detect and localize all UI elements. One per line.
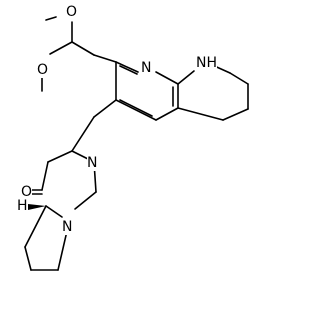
- bond: [71, 116, 95, 152]
- bond: [115, 61, 139, 73]
- atom-label-h-stereo: H: [17, 198, 28, 214]
- bond: [155, 71, 179, 85]
- bond: [93, 54, 117, 63]
- bond: [119, 65, 138, 75]
- bond: [74, 191, 97, 210]
- bond: [119, 99, 153, 117]
- atom-label-n-amide: N: [87, 155, 98, 171]
- bond: [41, 161, 49, 191]
- bond: [71, 41, 95, 56]
- bond: [49, 41, 73, 55]
- bond: [93, 99, 117, 118]
- bond: [222, 108, 249, 121]
- atom-label-o-carbonyl: O: [21, 184, 33, 200]
- atom-label-nh-ring: NH: [196, 55, 217, 71]
- bond: [177, 107, 224, 121]
- atom-label-o-methoxy-top: O: [66, 4, 78, 20]
- atom-label-n-pyridine: N: [141, 60, 152, 76]
- bond: [24, 246, 32, 271]
- bond: [47, 150, 73, 163]
- structure-canvas: O O N NH N O N H: [17, 4, 249, 271]
- bond: [45, 16, 57, 21]
- bond-drawing: [24, 16, 249, 271]
- bond: [115, 99, 157, 121]
- bond: [155, 107, 179, 121]
- bond: [24, 205, 47, 248]
- bond: [45, 205, 63, 218]
- bond: [57, 230, 68, 271]
- bond: [229, 72, 249, 85]
- stereo-wedge: [28, 204, 46, 210]
- atom-label-o-methoxy-left: O: [37, 62, 49, 78]
- bond: [177, 70, 195, 85]
- atom-label-n-bridge: N: [62, 219, 73, 235]
